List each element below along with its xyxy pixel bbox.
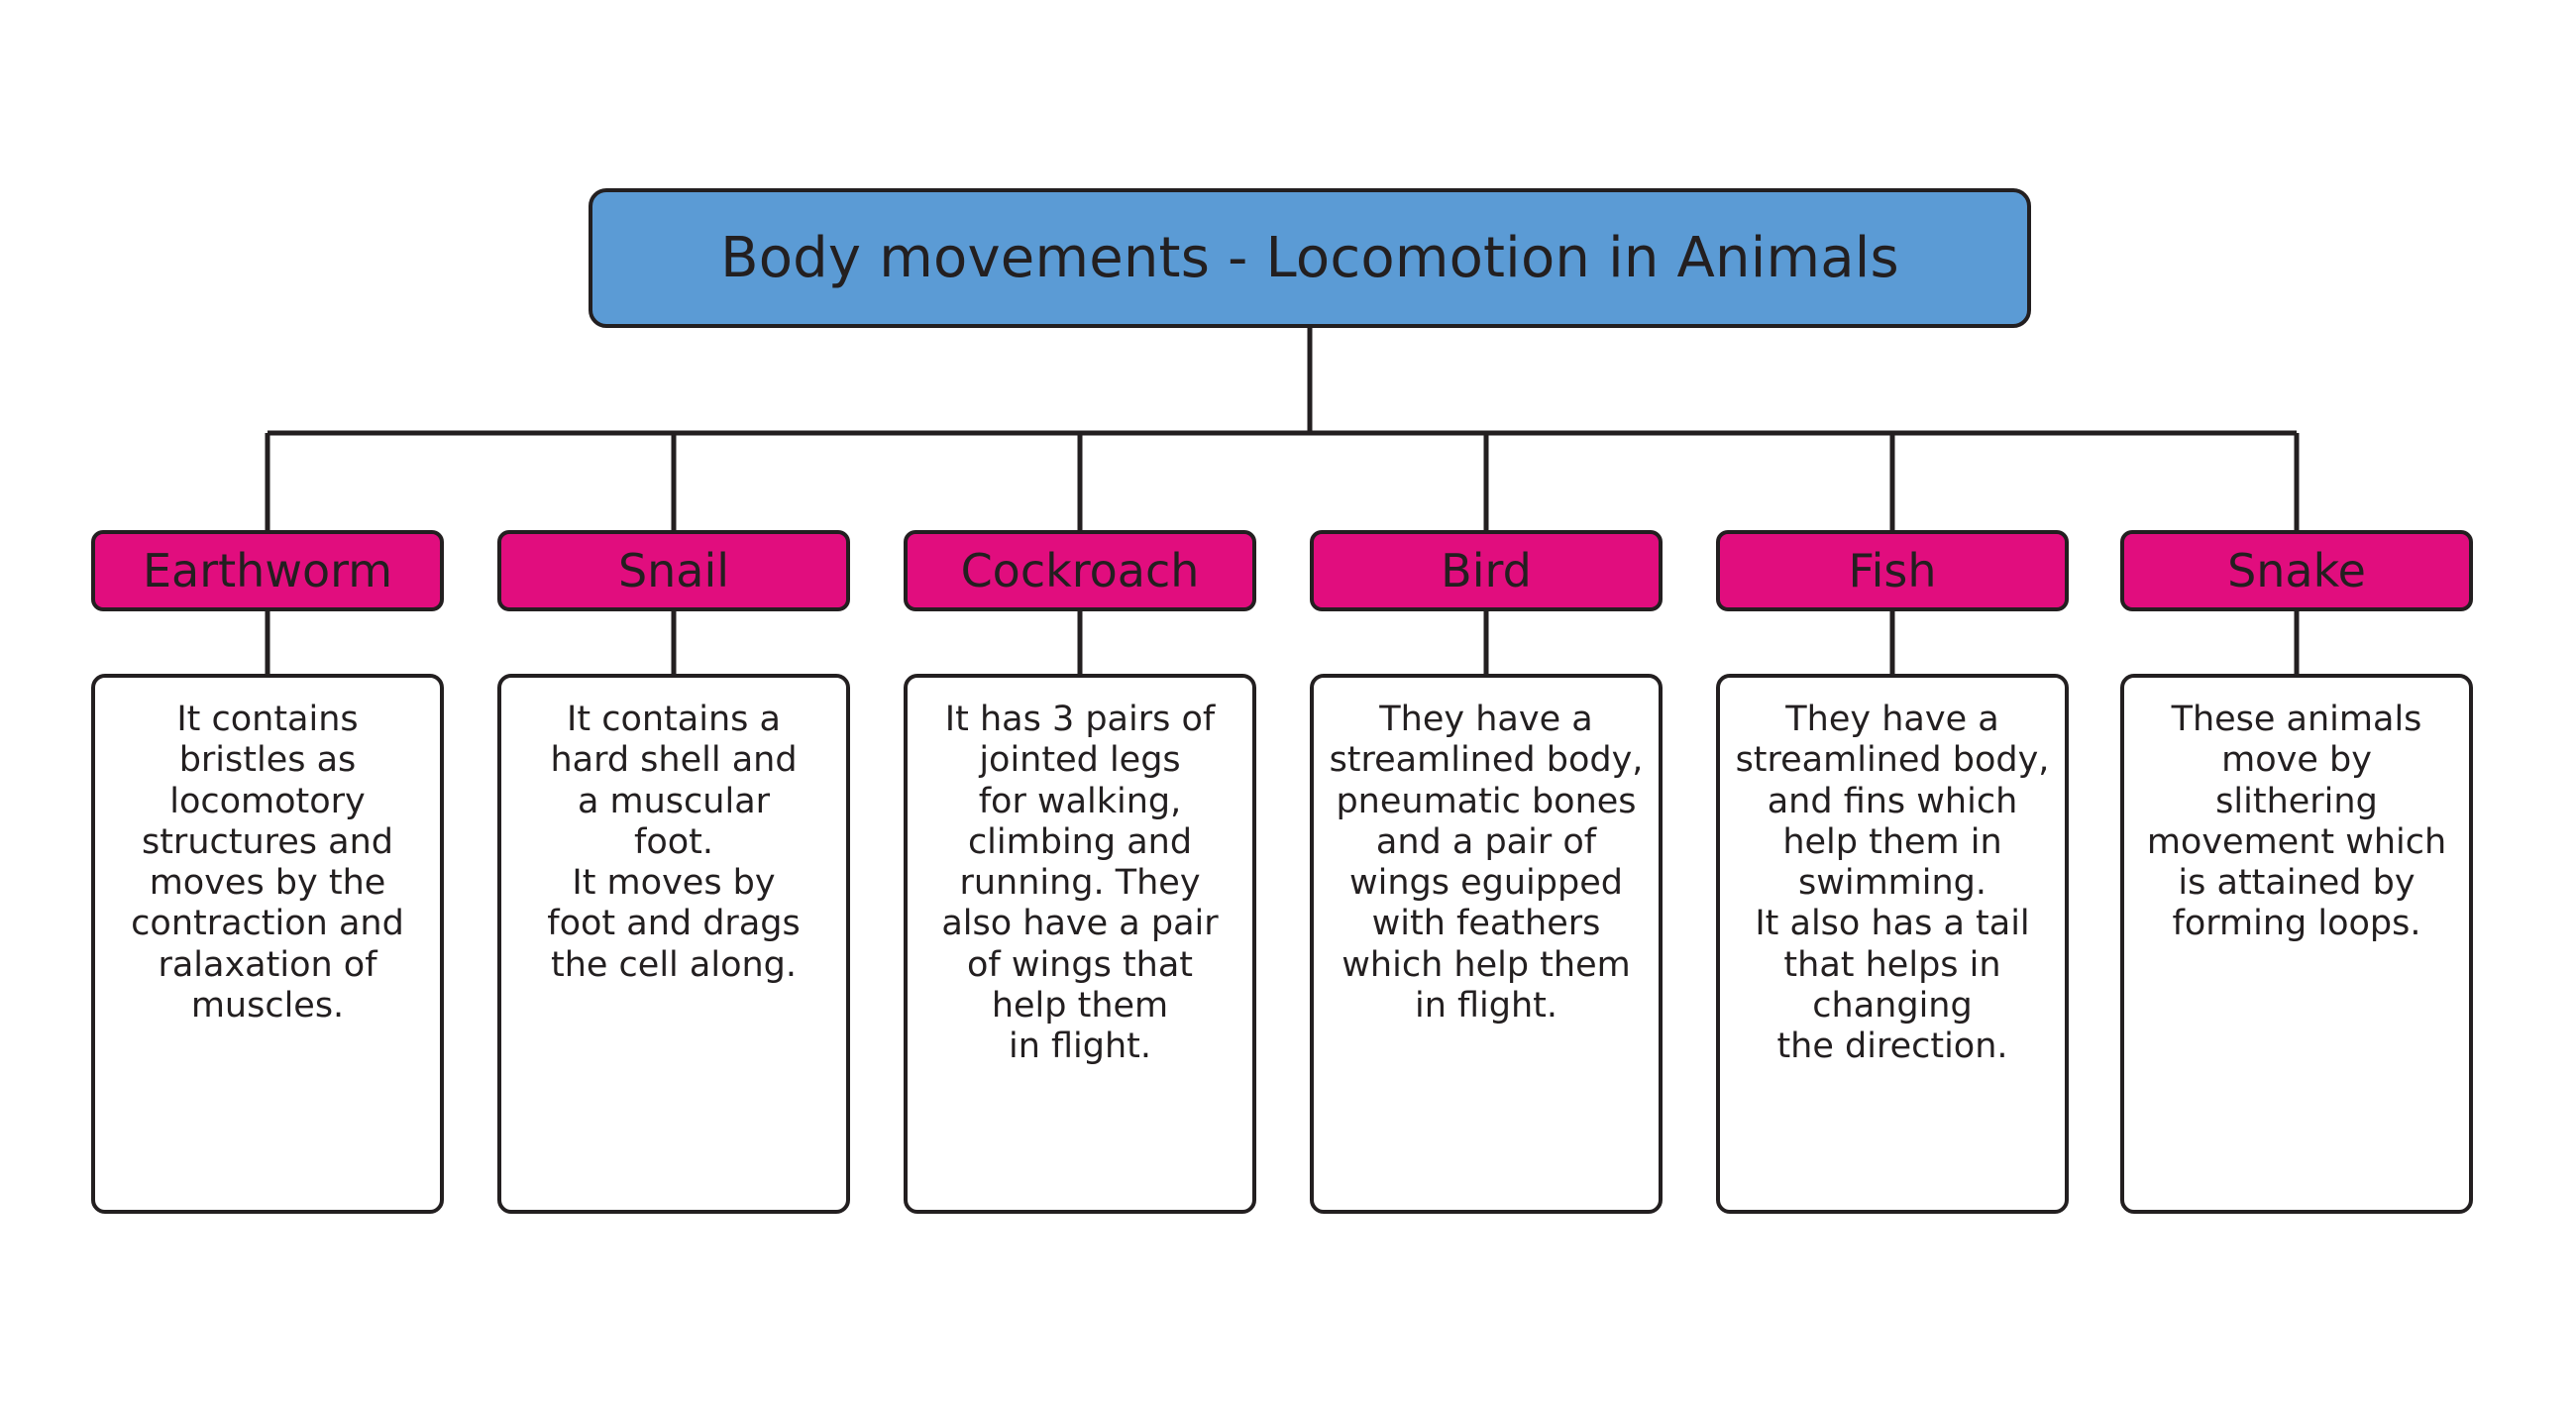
branch-header-label: Bird: [1441, 544, 1532, 597]
branch-header-cockroach[interactable]: Cockroach: [904, 530, 1256, 611]
branch-description: They have a streamlined body, and fins w…: [1735, 700, 2050, 1067]
branch-body-earthworm: It contains bristles as locomotory struc…: [91, 674, 444, 1214]
branch-header-label: Fish: [1848, 544, 1937, 597]
branch-description: It contains a hard shell and a muscular …: [547, 700, 801, 985]
branch-header-label: Snail: [617, 544, 730, 597]
branch-header-snail[interactable]: Snail: [497, 530, 850, 611]
branch-header-label: Snake: [2227, 544, 2366, 597]
branch-column-fish: Fish They have a streamlined body, and f…: [1716, 530, 2069, 1214]
branch-body-fish: They have a streamlined body, and fins w…: [1716, 674, 2069, 1214]
branch-description: It contains bristles as locomotory struc…: [131, 700, 404, 1027]
branch-body-cockroach: It has 3 pairs of jointed legs for walki…: [904, 674, 1256, 1214]
branch-header-earthworm[interactable]: Earthworm: [91, 530, 444, 611]
branch-column-bird: Bird They have a streamlined body, pneum…: [1310, 530, 1663, 1214]
branch-column-cockroach: Cockroach It has 3 pairs of jointed legs…: [904, 530, 1256, 1214]
branch-header-fish[interactable]: Fish: [1716, 530, 2069, 611]
branch-header-label: Cockroach: [960, 544, 1200, 597]
root-node-body-movements[interactable]: Body movements - Locomotion in Animals: [589, 188, 2031, 328]
branch-column-earthworm: Earthworm It contains bristles as locomo…: [91, 530, 444, 1214]
root-node-title: Body movements - Locomotion in Animals: [720, 226, 1899, 290]
branch-body-bird: They have a streamlined body, pneumatic …: [1310, 674, 1663, 1214]
branch-description: These animals move by slithering movemen…: [2146, 700, 2447, 944]
branch-description: They have a streamlined body, pneumatic …: [1329, 700, 1644, 1027]
branch-body-snake: These animals move by slithering movemen…: [2120, 674, 2473, 1214]
branch-column-snail: Snail It contains a hard shell and a mus…: [497, 530, 850, 1214]
branch-header-snake[interactable]: Snake: [2120, 530, 2473, 611]
branch-header-bird[interactable]: Bird: [1310, 530, 1663, 611]
branch-description: It has 3 pairs of jointed legs for walki…: [941, 700, 1219, 1067]
branch-header-label: Earthworm: [142, 544, 393, 597]
branch-body-snail: It contains a hard shell and a muscular …: [497, 674, 850, 1214]
branch-column-snake: Snake These animals move by slithering m…: [2120, 530, 2473, 1214]
